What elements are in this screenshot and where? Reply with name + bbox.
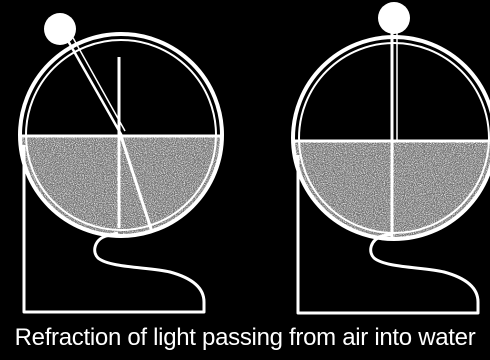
light-source-left [44,13,76,45]
refraction-apparatus-left [20,13,225,312]
diagram-caption: Refraction of light passing from air int… [0,318,490,358]
light-source-right [378,2,410,34]
refraction-apparatus-right [290,2,490,313]
